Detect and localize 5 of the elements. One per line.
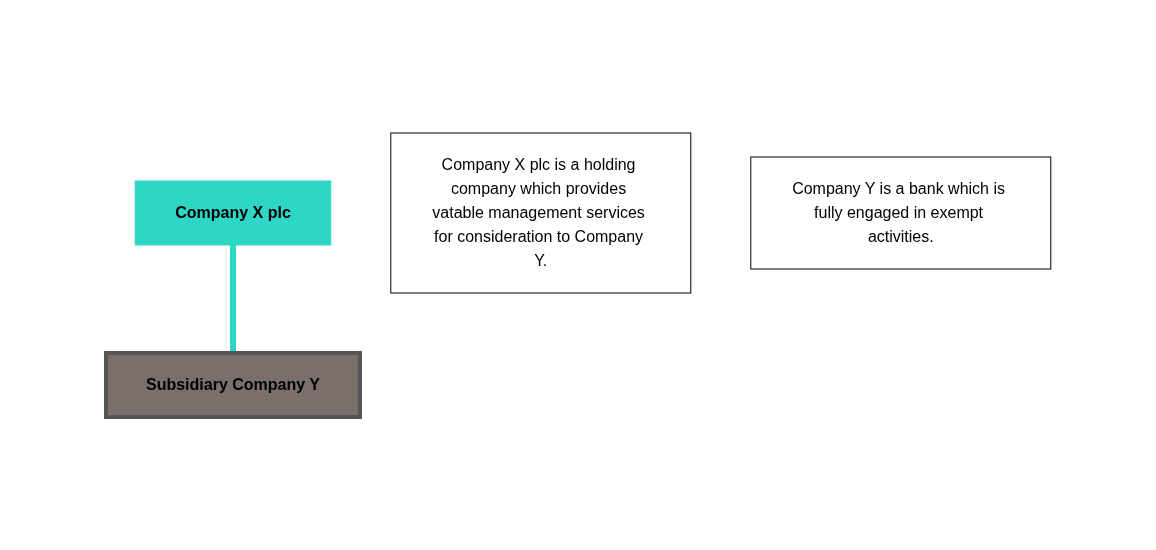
node-box: Company X plc xyxy=(134,180,331,246)
connector xyxy=(229,245,236,353)
node-box: Company Y is a bank which is fully engaged in exempt activities. xyxy=(749,156,1051,270)
node-box: Company X plc is a holding company which provides vatable management services for consideration to Company Y. xyxy=(389,132,691,294)
node-box: Subsidiary Company Y xyxy=(103,351,362,419)
